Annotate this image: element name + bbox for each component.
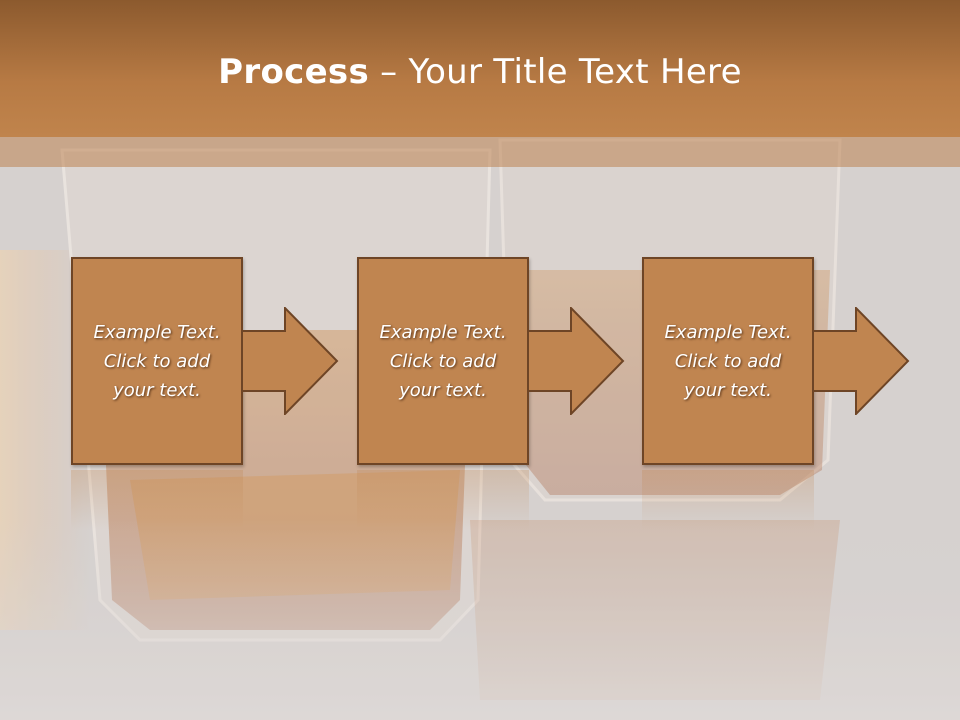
step-1-text[interactable]: Example Text. Click to add your text.: [93, 321, 221, 401]
step-3-text[interactable]: Example Text. Click to add your text.: [664, 321, 792, 401]
slide-title-rest: – Your Title Text Here: [369, 52, 742, 92]
step-1-reflection: [71, 470, 243, 530]
title-bar: [0, 0, 960, 137]
step-2-reflection: [357, 470, 529, 530]
step-3-box[interactable]: [642, 257, 814, 465]
slide-title[interactable]: Process – Your Title Text Here: [0, 52, 960, 92]
slide-title-bold: Process: [218, 52, 370, 92]
step-3-reflection: [642, 470, 814, 530]
step-3-arrow-icon: [812, 307, 910, 415]
step-1-arrow-icon: [241, 307, 339, 415]
step-2-arrow-icon: [527, 307, 625, 415]
title-bar-lower-band: [0, 137, 960, 167]
step-2-text[interactable]: Example Text. Click to add your text.: [379, 321, 507, 401]
